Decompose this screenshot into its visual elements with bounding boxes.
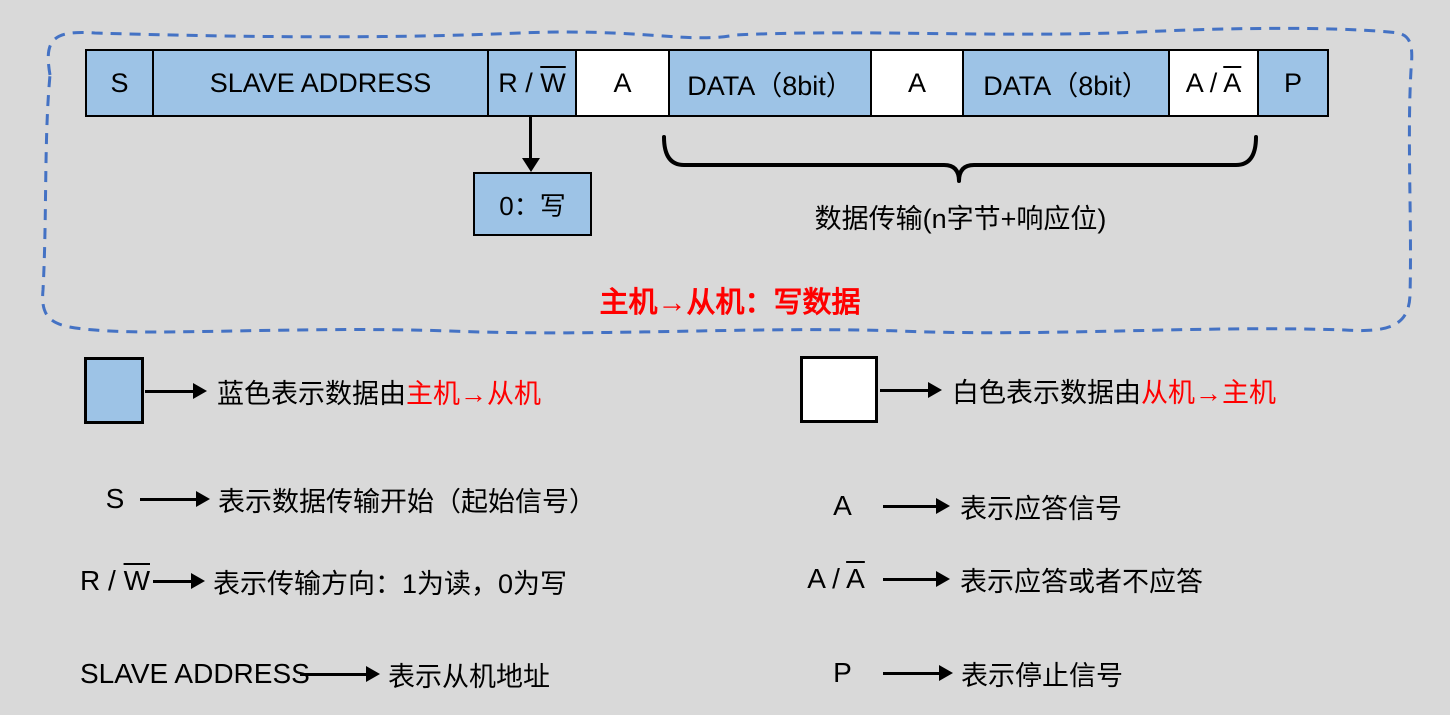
cell-data-1: DATA（8bit） bbox=[668, 49, 872, 117]
write-value-box: 0：写 bbox=[473, 172, 592, 236]
right-arrow-icon bbox=[883, 571, 950, 587]
right-arrow-icon bbox=[883, 498, 950, 514]
cell-ack-nack-label: A / A bbox=[1185, 67, 1242, 98]
right-arrow-icon bbox=[880, 382, 942, 398]
legend-row-ack: A 表示应答信号 bbox=[820, 487, 1122, 525]
cell-data-2-label: DATA（8bit） bbox=[983, 70, 1149, 101]
cell-slave-address: SLAVE ADDRESS bbox=[152, 49, 489, 117]
right-arrow-icon bbox=[153, 573, 205, 589]
legend-term: P bbox=[833, 657, 852, 688]
right-arrow-icon bbox=[300, 666, 380, 682]
write-value-label: 0：写 bbox=[499, 190, 566, 221]
legend-row-stop: P 表示停止信号 bbox=[820, 654, 1123, 692]
down-arrow-icon bbox=[529, 117, 532, 161]
cell-slave-address-label: SLAVE ADDRESS bbox=[209, 67, 432, 98]
legend-row-start: S 表示数据传输开始（起始信号） bbox=[95, 480, 596, 518]
right-arrow-icon bbox=[140, 491, 210, 507]
legend-desc: 表示数据传输开始（起始信号） bbox=[218, 486, 596, 517]
legend-white-text: 白色表示数据由从机→主机 bbox=[952, 377, 1276, 408]
legend-white-row: 白色表示数据由从机→主机 bbox=[880, 371, 1276, 409]
legend-desc: 表示应答信号 bbox=[960, 493, 1122, 524]
brace-label: 数据传输(n字节+响应位) bbox=[814, 204, 1107, 234]
cell-ack-2-label: A bbox=[907, 67, 926, 98]
cell-stop-label: P bbox=[1283, 67, 1302, 98]
cell-ack-nack: A / A bbox=[1168, 49, 1259, 117]
right-arrow-icon bbox=[883, 665, 953, 681]
legend-term: SLAVE ADDRESS bbox=[80, 658, 310, 689]
cell-data-1-label: DATA（8bit） bbox=[687, 70, 853, 101]
cell-ack-1-label: A bbox=[613, 67, 632, 98]
cell-ack-1: A bbox=[575, 49, 670, 117]
legend-desc: 表示停止信号 bbox=[961, 660, 1123, 691]
white-swatch bbox=[800, 356, 878, 423]
legend-blue-text: 蓝色表示数据由主机→从机 bbox=[217, 378, 541, 409]
i2c-frame-row: S SLAVE ADDRESS R / W A DATA（8bit） A DAT… bbox=[85, 49, 1329, 117]
legend-row-ack-nack: A / A 表示应答或者不应答 bbox=[805, 560, 1203, 598]
legend-desc: 表示传输方向：1为读，0为写 bbox=[213, 568, 568, 599]
cell-stop: P bbox=[1257, 49, 1329, 117]
cell-ack-2: A bbox=[870, 49, 964, 117]
legend-term: S bbox=[105, 483, 125, 514]
legend-desc: 表示应答或者不应答 bbox=[960, 566, 1203, 597]
cell-read-write-label: R / W bbox=[498, 67, 566, 98]
cell-read-write: R / W bbox=[487, 49, 577, 117]
legend-row-read-write: R / W 表示传输方向：1为读，0为写 bbox=[80, 562, 567, 600]
cell-start-label: S bbox=[110, 67, 129, 98]
legend-row-slave-address: SLAVE ADDRESS 表示从机地址 bbox=[80, 655, 550, 693]
cell-start: S bbox=[85, 49, 154, 117]
right-arrow-icon bbox=[145, 383, 207, 399]
cell-data-2: DATA（8bit） bbox=[962, 49, 1170, 117]
transfer-direction-note: 主机→从机：写数据 bbox=[599, 287, 861, 319]
blue-swatch bbox=[84, 357, 144, 424]
down-arrowhead-icon bbox=[522, 158, 540, 172]
legend-term: A bbox=[833, 490, 852, 521]
legend-desc: 表示从机地址 bbox=[388, 661, 550, 692]
legend-blue-row: 蓝色表示数据由主机→从机 bbox=[145, 372, 541, 410]
legend-term: A / A bbox=[807, 563, 865, 594]
underbrace-icon bbox=[662, 135, 1258, 183]
legend-term: R / W bbox=[80, 565, 150, 596]
